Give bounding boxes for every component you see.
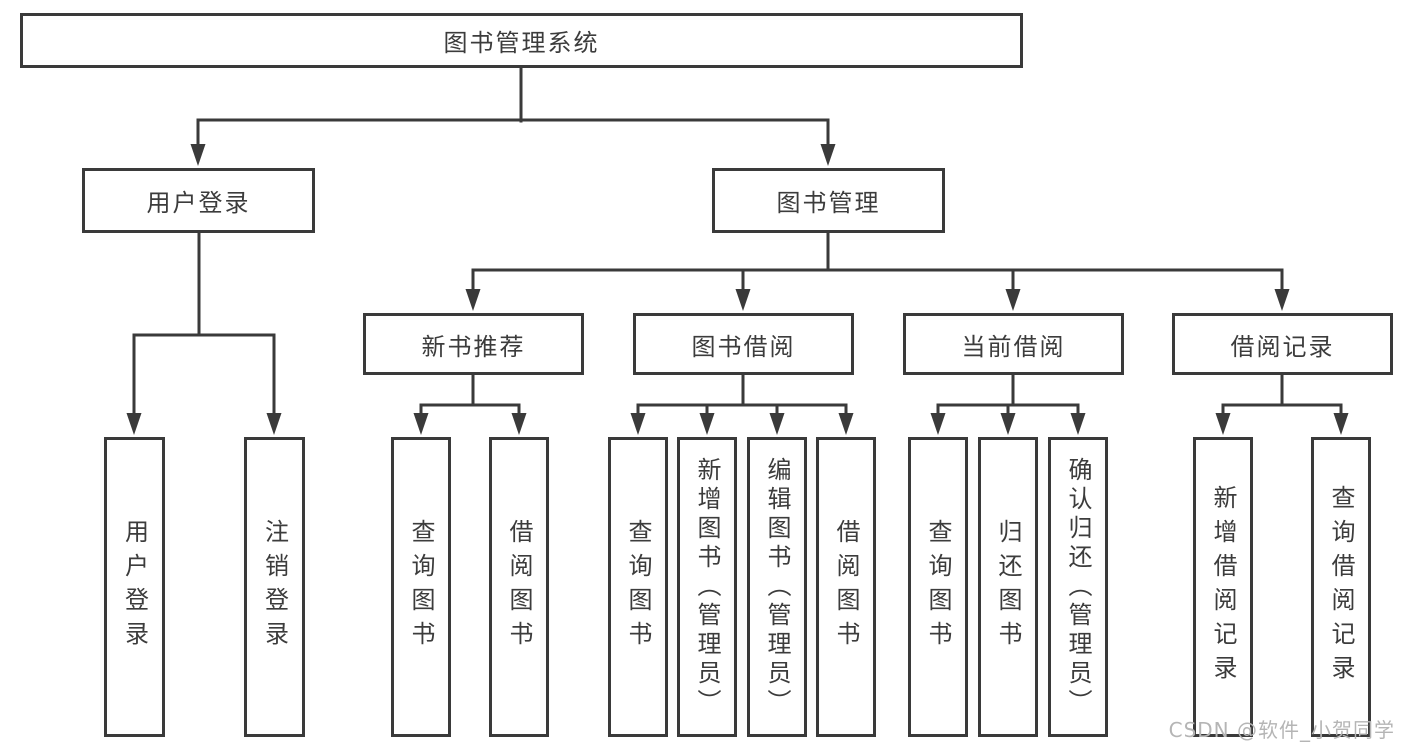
node-leaf-edit-book-admin: 编辑图书（管理员） [747,437,807,737]
node-leaf-borrow-book-recommend: 借阅图书 [489,437,549,737]
node-leaf-user-login: 用户登录 [104,437,165,737]
node-new-book-recommend-label: 新书推荐 [421,332,526,361]
node-leaf-add-borrow-record-label: 新增借阅记录 [1209,485,1237,689]
node-leaf-query-book-borrow: 查询图书 [608,437,668,737]
node-current-borrow-label: 当前借阅 [961,332,1066,361]
watermark: CSDN @软件_小贺同学 [1168,718,1395,742]
node-borrow-record: 借阅记录 [1172,313,1393,375]
node-book-borrow: 图书借阅 [633,313,854,375]
node-leaf-query-book-current-label: 查询图书 [924,519,952,655]
node-leaf-query-book-borrow-label: 查询图书 [624,519,652,655]
node-root-label: 图书管理系统 [443,29,600,57]
node-leaf-add-book-admin-label: 新增图书（管理员） [693,456,721,718]
node-current-borrow: 当前借阅 [903,313,1124,375]
node-leaf-query-borrow-record: 查询借阅记录 [1311,437,1371,737]
connector-user-login [126,231,282,435]
node-leaf-query-book-current: 查询图书 [908,437,968,737]
node-leaf-return-book-label: 归还图书 [994,519,1022,655]
node-leaf-logout: 注销登录 [244,437,305,737]
connector-new-book-recommend [413,373,527,435]
node-leaf-edit-book-admin-label: 编辑图书（管理员） [763,456,791,718]
node-book-management-label: 图书管理 [776,189,881,217]
node-leaf-add-borrow-record: 新增借阅记录 [1193,437,1253,737]
node-leaf-borrow-book-label: 借阅图书 [832,519,860,655]
node-root: 图书管理系统 [20,13,1023,68]
node-user-login-branch: 用户登录 [82,168,315,233]
connector-current-borrow [930,373,1086,435]
node-leaf-add-book-admin: 新增图书（管理员） [677,437,737,737]
node-leaf-confirm-return-admin: 确认归还（管理员） [1048,437,1108,737]
connector-root [190,66,836,166]
node-user-login-branch-label: 用户登录 [146,189,251,217]
node-leaf-query-borrow-record-label: 查询借阅记录 [1327,485,1355,689]
connector-borrow-record [1215,373,1349,435]
node-leaf-query-book-recommend: 查询图书 [391,437,451,737]
node-leaf-user-login-label: 用户登录 [120,519,149,655]
node-leaf-logout-label: 注销登录 [260,519,289,655]
node-leaf-query-book-recommend-label: 查询图书 [407,519,435,655]
node-book-borrow-label: 图书借阅 [691,332,796,361]
node-borrow-record-label: 借阅记录 [1230,332,1335,361]
connector-book-borrow [630,373,854,435]
node-new-book-recommend: 新书推荐 [363,313,584,375]
node-leaf-borrow-book-recommend-label: 借阅图书 [505,519,533,655]
node-leaf-confirm-return-admin-label: 确认归还（管理员） [1064,456,1092,718]
connector-book-management [465,231,1290,311]
node-leaf-return-book: 归还图书 [978,437,1038,737]
node-book-management: 图书管理 [712,168,945,233]
node-leaf-borrow-book: 借阅图书 [816,437,876,737]
